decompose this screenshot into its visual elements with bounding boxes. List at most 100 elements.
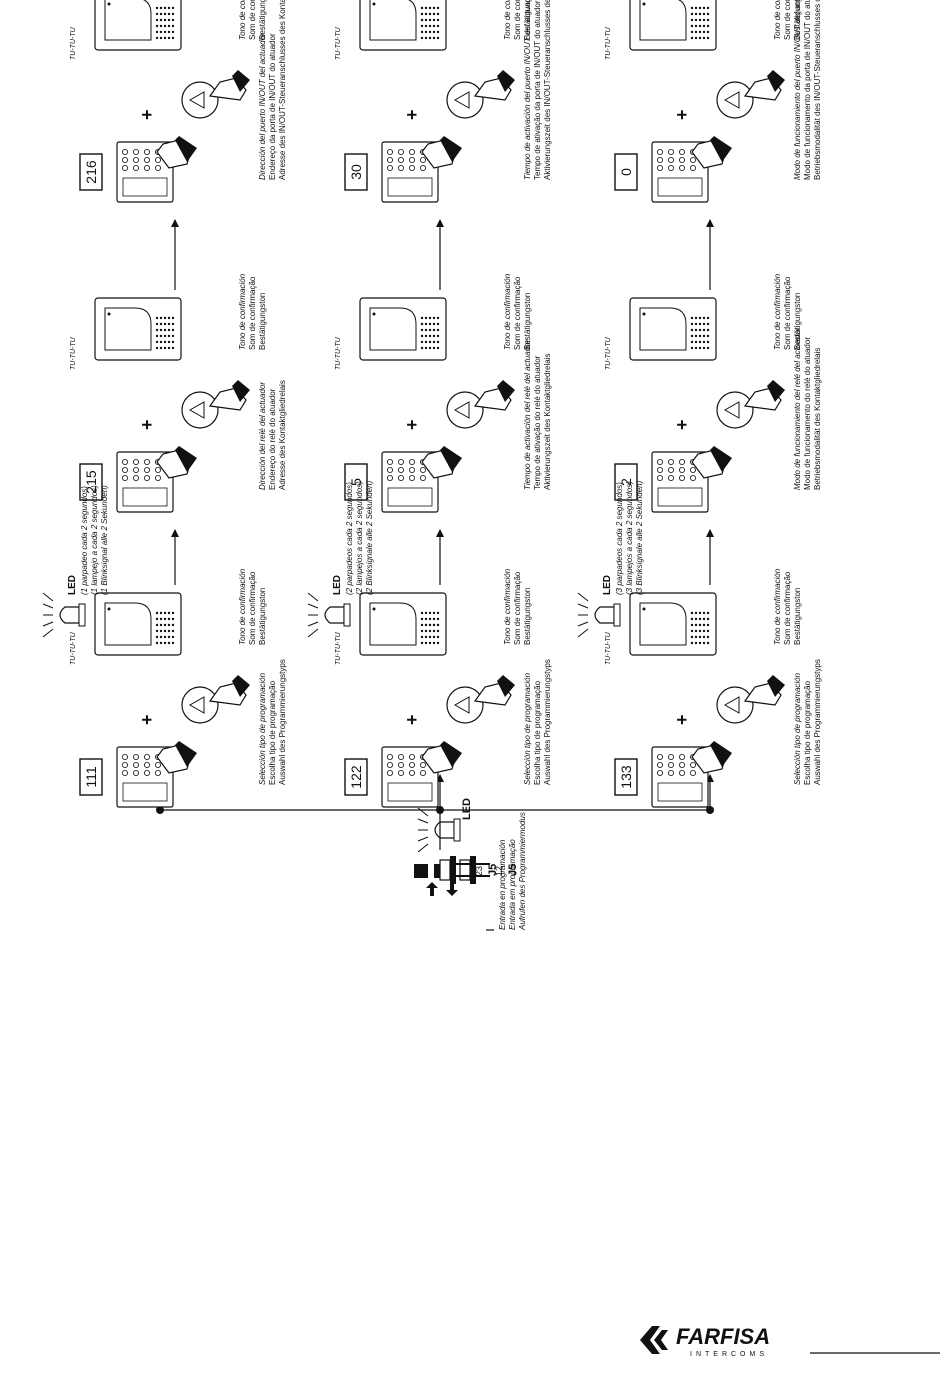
call-button-icon (181, 380, 250, 429)
plus-sign: + (672, 419, 692, 430)
step-caption: Modo de funcionamiento del relé del actu… (793, 327, 802, 490)
tone-caption: Bestätigungston (523, 0, 532, 40)
code-box (614, 463, 638, 501)
blink-caption: (2 lampejos a cada 2 segundos) (355, 481, 364, 595)
led-icon (42, 592, 86, 638)
step-caption: Tiempo de activación del relé del actuad… (523, 339, 532, 490)
led-label: LED (67, 575, 78, 595)
farfisa-logo: FARFISA INTERCOMS (632, 1320, 942, 1360)
code-value: 5 (348, 478, 364, 486)
step-caption: Escolha tipo de programação (268, 680, 277, 785)
code-box (79, 153, 103, 191)
blink-caption: (3 lampejos a cada 2 segundos) (625, 481, 634, 595)
tone-caption: Tono de confirmación (503, 0, 512, 40)
entry-caption: Aufrufen des Programmiermodus (518, 812, 527, 931)
tone-caption: Tono de confirmación (238, 0, 247, 40)
tone-caption: Bestätigungston (793, 588, 802, 645)
code-value: 2 (618, 478, 634, 486)
plus-sign: + (137, 109, 157, 120)
keypad-panel-icon (651, 136, 732, 203)
step-caption: Tempo de ativação do relé do atuador (533, 355, 542, 490)
keypad-panel-icon (116, 136, 197, 203)
plus-sign: + (672, 714, 692, 725)
blink-caption: (3 Blinksignale alle 2 Sekunden) (635, 480, 644, 595)
tone-caption: Bestätigungston (793, 0, 802, 40)
code-box (344, 463, 368, 501)
plus-sign: + (402, 714, 422, 725)
entry-caption: Entrada en programación (498, 839, 507, 930)
step-caption: Dirección del puerto IN/OUT del actuador (258, 33, 267, 180)
plus-sign: + (137, 419, 157, 430)
blink-caption: (1 lampejo a cada 2 segundos) (90, 485, 99, 595)
step-caption: Aktivierungszeit des IN/OUT-Steueranschl… (543, 0, 552, 180)
call-button-icon (446, 70, 515, 119)
tone-caption: Tono de confirmación (773, 273, 782, 350)
step-caption: Modo de funcionamento do relé do atuador (803, 337, 812, 490)
interphone-icon (359, 592, 447, 656)
tone-label: TU-TU-TU (70, 631, 77, 665)
interphone-icon (629, 0, 717, 51)
brand-name: FARFISA (676, 1324, 770, 1349)
plus-sign: + (672, 109, 692, 120)
keypad-panel-icon (381, 136, 462, 203)
connector-label: J5 (487, 864, 499, 876)
tone-caption: Som de confirmação (513, 571, 522, 645)
tone-caption: Tono de confirmación (773, 0, 782, 40)
tone-caption: Som de confirmação (783, 276, 792, 350)
code-box (79, 463, 103, 501)
tone-caption: Tono de confirmación (773, 568, 782, 645)
code-value: 122 (348, 765, 364, 789)
tone-label: TU-TU-TU (70, 26, 77, 60)
code-box (614, 758, 638, 796)
code-box (344, 758, 368, 796)
step-caption: Auswahl des Programmierungstyps (813, 659, 822, 785)
code-value: 216 (83, 160, 99, 184)
tone-caption: Bestätigungston (793, 293, 802, 350)
tone-label: TU-TU-TU (605, 336, 612, 370)
tone-caption: Som de confirmação (248, 276, 257, 350)
tone-caption: Som de confirmação (513, 0, 522, 40)
keypad-panel-icon (116, 741, 197, 808)
led-icon (577, 592, 621, 638)
tone-caption: Tono de confirmación (503, 273, 512, 350)
connector-pins: 12 (494, 866, 504, 876)
brand-sub: INTERCOMS (690, 1351, 768, 1358)
step-caption: Auswahl des Programmierungstyps (278, 659, 287, 785)
connector-label: J5 (507, 864, 519, 876)
call-button-icon (716, 675, 785, 724)
step-caption: Endereço do relé do atuador (268, 388, 277, 490)
step-caption: Auswahl des Programmierungstyps (543, 659, 552, 785)
interphone-icon (94, 592, 182, 656)
led-icon (417, 807, 461, 853)
tone-caption: Tono de confirmación (503, 568, 512, 645)
step-caption: Selección tipo de programación (258, 672, 267, 785)
keypad-panel-icon (651, 741, 732, 808)
interphone-icon (359, 0, 447, 51)
interphone-icon (629, 297, 717, 361)
keypad-panel-icon (381, 741, 462, 808)
call-button-icon (446, 380, 515, 429)
step-caption: Tempo de ativação da porta de IN/OUT do … (533, 0, 542, 180)
call-button-icon (181, 70, 250, 119)
keypad-panel-icon (651, 446, 732, 513)
step-caption: Selección tipo de programación (523, 672, 532, 785)
code-value: 30 (348, 164, 364, 180)
step-caption: Adresse des Kontaktgliedrelais (278, 380, 287, 490)
code-value: 133 (618, 765, 634, 789)
step-caption: Aktivierungszeit des Kontaktgliedrelais (543, 353, 552, 490)
led-label: LED (602, 575, 613, 595)
call-button-icon (446, 675, 515, 724)
step-caption: Selección tipo de programación (793, 672, 802, 785)
code-value: 215 (83, 470, 99, 494)
tone-caption: Som de confirmação (248, 0, 257, 40)
code-box (344, 153, 368, 191)
blink-caption: (2 Blinksignale alle 2 Sekunden) (365, 480, 374, 595)
tone-caption: Bestätigungston (258, 588, 267, 645)
code-box (79, 758, 103, 796)
keypad-panel-icon (381, 446, 462, 513)
step-caption: Modo de funcionamiento del puerto IN/OUT… (793, 0, 802, 180)
